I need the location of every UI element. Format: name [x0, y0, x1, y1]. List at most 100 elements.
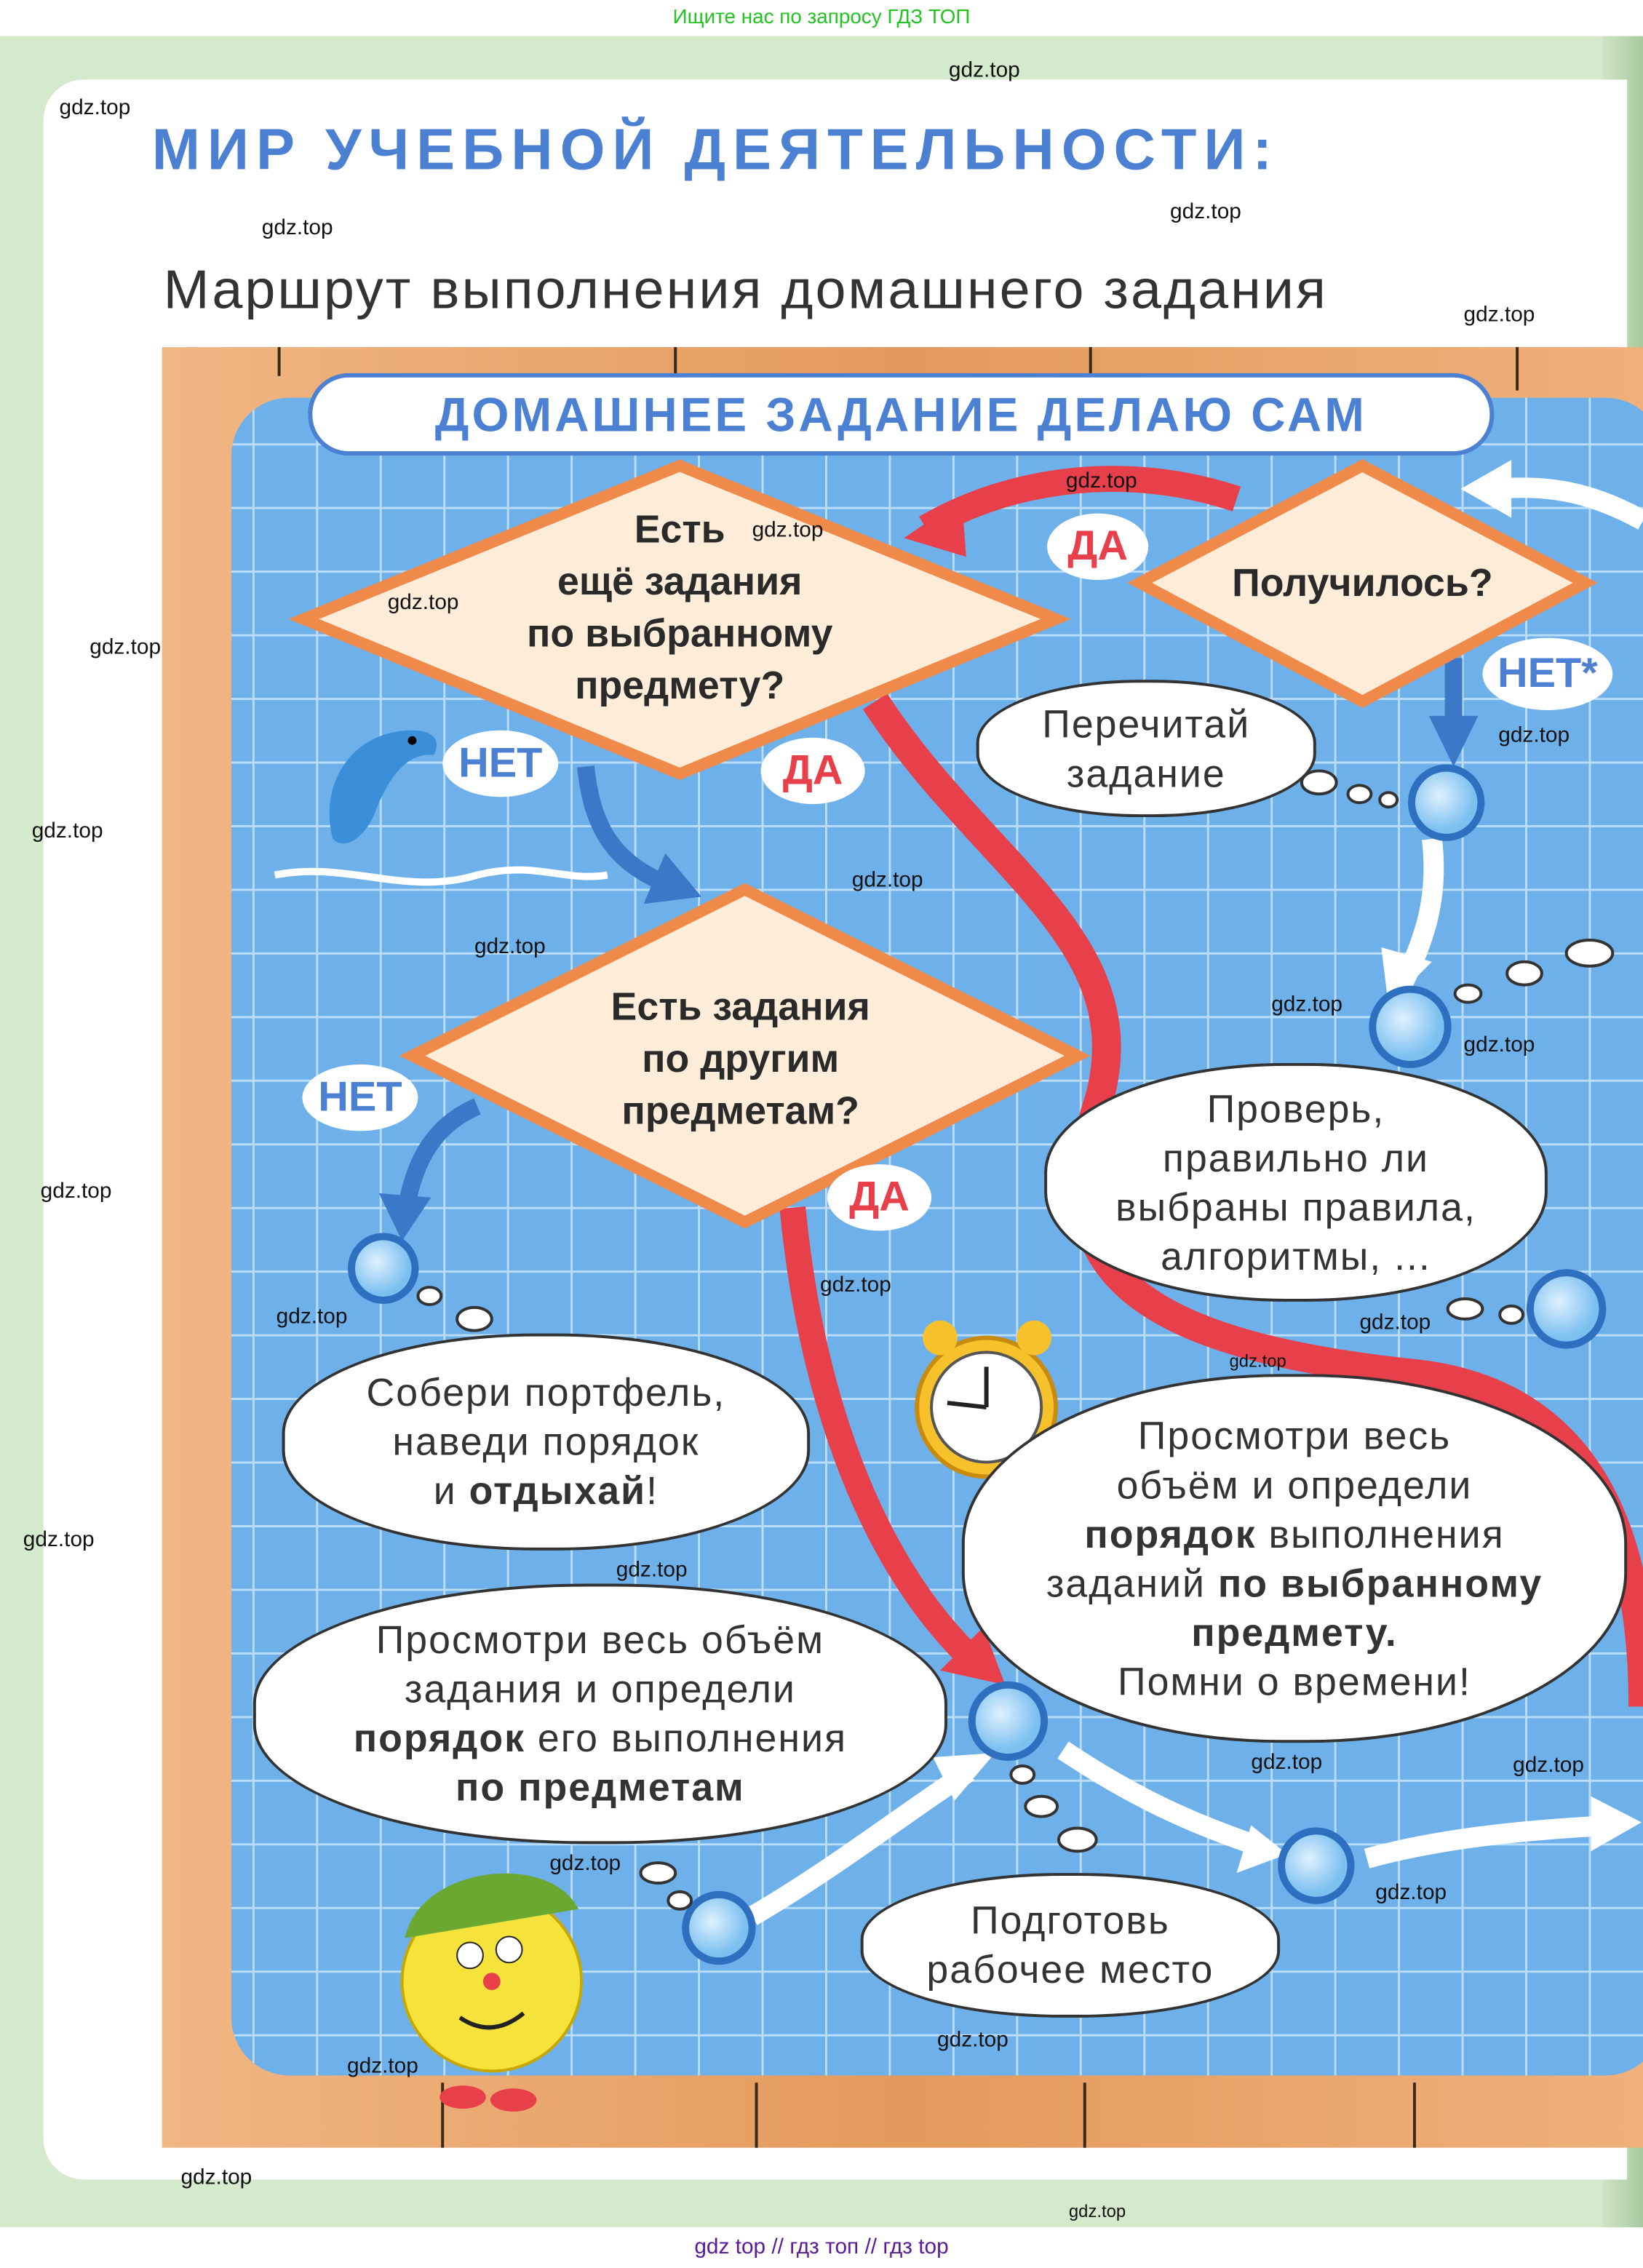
watermark: gdz.top	[23, 1527, 95, 1552]
text-bold: предмету.	[1191, 1610, 1398, 1654]
wave-icon	[274, 866, 608, 886]
text-line: предмету?	[575, 664, 785, 707]
text-line: выбраны правила,	[1115, 1185, 1476, 1229]
decision-diamond-more-tasks	[288, 459, 1071, 781]
decision-more-tasks-text: Есть ещё задания по выбранному предмету?	[527, 504, 832, 712]
watermark: gdz.top	[851, 867, 923, 893]
watermark: gdz.top	[1229, 1350, 1286, 1372]
text-line: алгоритмы, ...	[1161, 1234, 1431, 1278]
watermark: gdz.top	[276, 1304, 348, 1329]
white-arrowheads	[933, 460, 1642, 1874]
watermark: gdz.top	[180, 2165, 252, 2190]
text-line: Перечитай	[1042, 702, 1251, 746]
watermark: gdz.top	[1068, 2201, 1126, 2222]
text-line: Собери портфель,	[366, 1371, 726, 1414]
watermark: gdz.top	[1375, 1880, 1447, 1905]
dolphin-icon	[329, 730, 437, 844]
red-yes-arrow-middle	[779, 1206, 985, 1673]
text-line: задание	[1066, 751, 1226, 795]
text-line: предмету.	[1046, 1607, 1543, 1657]
text-line: по предметам	[354, 1763, 847, 1813]
watermark: gdz.top	[948, 57, 1020, 83]
text-line: Помни о времени!	[1118, 1659, 1471, 1703]
text-line: рабочее место	[926, 1948, 1214, 1992]
watermark: gdz.top	[1463, 1032, 1535, 1058]
text-line: правильно ли	[1162, 1136, 1430, 1179]
alarm-clock-icon	[915, 1320, 1059, 1479]
text-line: предметам?	[621, 1089, 859, 1133]
blue-arrowhead	[378, 1193, 431, 1241]
text-line: Проверь,	[1206, 1086, 1385, 1131]
watermark: gdz.top	[1463, 302, 1535, 327]
text-bold: по предметам	[455, 1765, 745, 1810]
watermark: gdz.top	[820, 1273, 891, 1297]
bottom-banner[interactable]: gdz top // гдз топ // гдз top	[0, 2227, 1643, 2268]
blue-arrowhead	[1428, 715, 1479, 767]
text-line: по другим	[642, 1037, 840, 1081]
watermark: gdz.top	[1271, 992, 1343, 1017]
text-part: выполнения	[1256, 1512, 1505, 1556]
page-subtitle: Маршрут выполнения домашнего задания	[163, 260, 1328, 322]
watermark: gdz.top	[616, 1557, 688, 1583]
text-bold: по выбранному	[1217, 1561, 1543, 1605]
top-banner[interactable]: Ищите нас по запросу ГДЗ ТОП	[0, 0, 1643, 36]
text-line: ещё задания	[557, 560, 803, 603]
decision-succeeded-text: Получилось?	[1232, 561, 1493, 605]
text-line: наведи порядок	[392, 1420, 700, 1464]
watermark: gdz.top	[387, 589, 459, 615]
flowchart-header: ДОМАШНЕЕ ЗАДАНИЕ ДЕЛАЮ САМ	[308, 373, 1495, 456]
watermark: gdz.top	[1170, 199, 1241, 225]
cloud-check-rules: Проверь, правильно ли выбраны правила, алго…	[1044, 1062, 1548, 1302]
text-part: его выполнения	[525, 1716, 848, 1761]
no-label: НЕТ	[302, 1064, 418, 1131]
decision-diamond-other-subjects	[399, 883, 1091, 1229]
text-bold: порядок	[353, 1716, 525, 1761]
text-line: Просмотри весь объём	[375, 1618, 825, 1662]
watermark: gdz.top	[474, 934, 546, 959]
watermark: gdz.top	[1513, 1753, 1584, 1778]
text-part: заданий	[1046, 1561, 1218, 1605]
text-line: Есть	[634, 507, 725, 552]
red-arrowhead	[904, 498, 966, 557]
red-yes-arrow-top	[919, 466, 1241, 539]
text-bold: отдыхай	[469, 1469, 647, 1513]
text-line: задания и определи	[404, 1667, 796, 1711]
kolobok-character-icon	[400, 1873, 584, 2112]
white-arrows	[747, 477, 1643, 1925]
watermark: gdz.top	[59, 95, 131, 120]
watermark: gdz.top	[347, 2053, 418, 2079]
cloud-prepare-workplace: Подготовь рабочее место	[860, 1873, 1281, 2018]
watermark: gdz.top	[40, 1178, 112, 1203]
watermark: gdz.top	[1359, 1310, 1431, 1335]
watermark: gdz.top	[752, 517, 824, 543]
watermark: gdz.top	[261, 215, 333, 240]
decision-other-subjects-text: Есть задания по другим предметам?	[611, 981, 870, 1137]
text-line: по выбранному	[526, 611, 833, 656]
text-line: порядок выполнения	[1046, 1509, 1543, 1559]
no-label: НЕТ	[442, 730, 559, 797]
watermark: gdz.top	[31, 819, 103, 843]
text-line: Подготовь	[970, 1898, 1170, 1943]
watermark: gdz.top	[1251, 1750, 1323, 1775]
blue-arrowhead	[643, 853, 702, 904]
no-star-label: НЕТ*	[1482, 637, 1613, 710]
watermark: gdz.top	[549, 1851, 621, 1877]
decision-diamond-succeeded	[1127, 459, 1598, 709]
text-bold: порядок	[1084, 1512, 1257, 1556]
watermark: gdz.top	[1498, 723, 1570, 748]
text-part: !	[646, 1469, 659, 1513]
text-line: порядок его выполнения	[354, 1714, 847, 1763]
yes-label: ДА	[1047, 513, 1149, 581]
watermark: gdz.top	[1065, 469, 1137, 493]
page-title: МИР УЧЕБНОЙ ДЕЯТЕЛЬНОСТИ:	[151, 118, 1279, 183]
yes-label: ДА	[827, 1164, 932, 1231]
text-line: заданий по выбранному	[1046, 1559, 1543, 1608]
watermark: gdz.top	[937, 2027, 1009, 2053]
text-line: и отдыхай!	[367, 1467, 726, 1516]
yes-label: ДА	[760, 737, 865, 805]
small-thought-dots	[416, 769, 1615, 1911]
text-line: Есть задания	[610, 984, 870, 1029]
